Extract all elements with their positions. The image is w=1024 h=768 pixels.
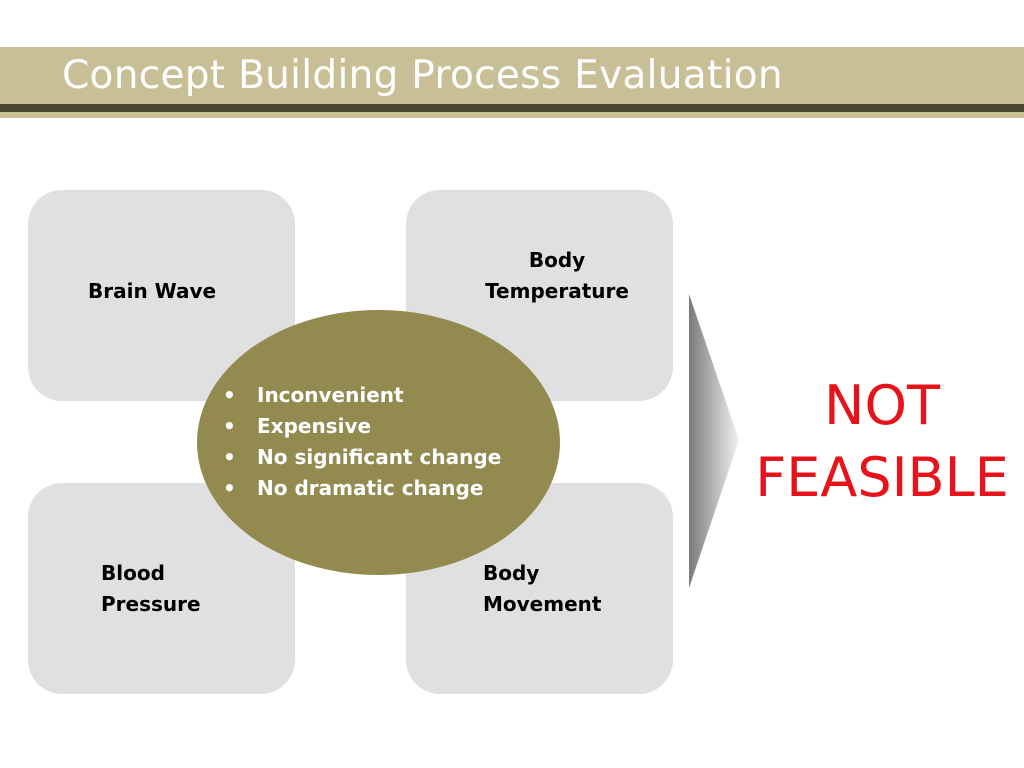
quadrant-label-body-movement: Body Movement (483, 561, 602, 616)
quadrant-label-blood-pressure: Blood Pressure (101, 561, 201, 616)
chevron-right-arrow-icon (689, 294, 739, 588)
bullet-dot: • (223, 414, 236, 438)
title-band (0, 47, 1024, 104)
arrow-shape (689, 294, 739, 588)
bullet-item: • No significant change (223, 442, 501, 473)
bullet-text: Inconvenient (257, 383, 404, 407)
bullet-item: • No dramatic change (223, 473, 501, 504)
verdict-not-feasible: NOT FEASIBLE (755, 374, 1009, 509)
bullet-dot: • (223, 445, 236, 469)
quadrant-label-brain-wave: Brain Wave (88, 279, 217, 303)
title-rule-light (0, 112, 1024, 118)
title-rule-dark (0, 104, 1024, 112)
bullet-dot: • (223, 383, 236, 407)
evaluation-bullet-list: • Inconvenient • Expensive • No significant… (223, 380, 501, 504)
bullet-item: • Inconvenient (223, 380, 501, 411)
bullet-text: Expensive (257, 414, 372, 438)
bullet-dot: • (223, 476, 236, 500)
bullet-text: No dramatic change (257, 476, 484, 500)
center-ellipse (197, 310, 560, 575)
slide-title: Concept Building Process Evaluation (62, 53, 783, 98)
bullet-item: • Expensive (223, 411, 501, 442)
quadrant-label-body-temperature: Body Temperature (485, 248, 629, 303)
bullet-text: No significant change (257, 445, 502, 469)
